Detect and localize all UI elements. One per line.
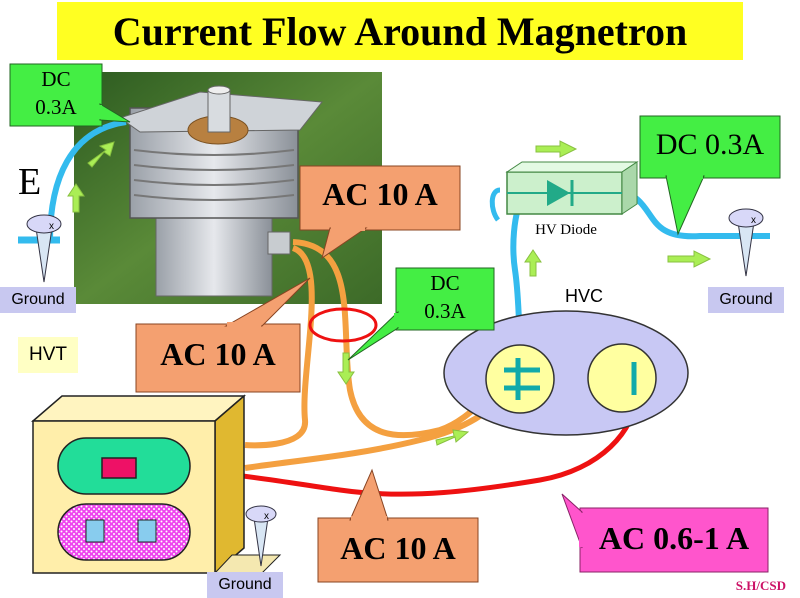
callout-dc-right [639, 115, 781, 236]
label-hvc: HVC [565, 286, 604, 306]
ground-label-top-left: Ground [0, 287, 76, 313]
callout-dc-top-left [9, 63, 131, 127]
title-banner: Current Flow Around Magnetron [57, 2, 743, 60]
label-ac-10a-top: AC 10 A [322, 176, 438, 212]
hvc-capacitor [443, 310, 689, 436]
label-dc-center-1: DC [430, 271, 460, 295]
ground-symbol-right: x [728, 208, 764, 277]
ground-label-top-right: Ground [708, 287, 784, 313]
flow-arrows [67, 140, 712, 446]
callout-ac-10a-bottom [317, 468, 479, 583]
label-ac-06-1a: AC 0.6-1 A [598, 520, 750, 556]
callout-dc-center [347, 267, 495, 361]
author-signature: S.H/CSD [735, 578, 786, 593]
ground-symbol-left: x [26, 214, 62, 283]
label-hvt: HVT [18, 337, 78, 373]
label-hv-diode: HV Diode [535, 222, 597, 238]
callout-ac-10a-left [135, 277, 311, 393]
label-e: E [18, 161, 42, 203]
callout-ac-10a-top [299, 165, 461, 260]
label-dc-top-left-2: 0.3A [35, 95, 77, 119]
label-ac-10a-bottom: AC 10 A [340, 530, 456, 566]
label-ac-10a-left: AC 10 A [160, 336, 276, 372]
label-dc-top-left-1: DC [41, 67, 71, 91]
measurement-ring [308, 307, 378, 343]
callout-ac-06-1a [561, 493, 769, 573]
hv-diode [505, 161, 639, 215]
label-dc-center-2: 0.3A [424, 299, 466, 323]
page-title: Current Flow Around Magnetron [112, 8, 688, 54]
hvt-transformer [30, 394, 282, 575]
ground-mark-bottom: x [264, 511, 269, 522]
ground-symbol-bottom: x [245, 505, 277, 567]
label-dc-right: DC 0.3A [655, 128, 765, 161]
ground-mark-left: x [49, 221, 54, 232]
ground-mark-right: x [751, 215, 756, 226]
ground-label-bottom: Ground [207, 572, 283, 598]
